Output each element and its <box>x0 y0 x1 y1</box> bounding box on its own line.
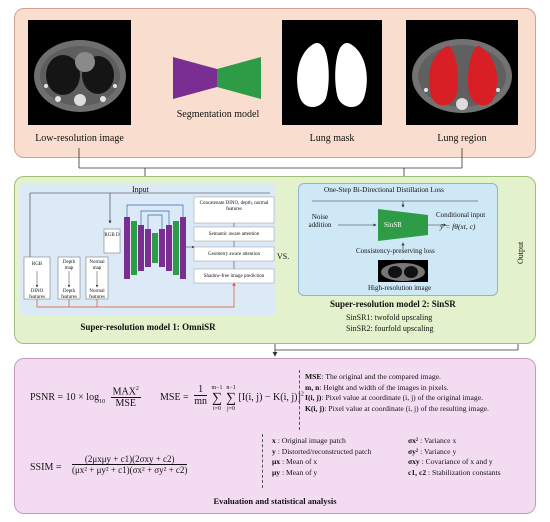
lung-mask-label: Lung mask <box>309 133 355 144</box>
mse-desc-row: m, n: Height and width of the images in … <box>305 382 449 392</box>
segmentation-model-icon <box>173 57 261 99</box>
formula-divider <box>299 370 300 430</box>
psnr-fraction: MAX2 MSE <box>110 386 141 410</box>
omnisr-stage-shadow-free: Shadow-free image prediction <box>203 274 265 279</box>
lung-region-image <box>406 20 518 125</box>
evaluation-title: Evaluation and statistical analysis <box>213 496 337 506</box>
mse-desc-row: I(i, j): Pixel value at coordinate (i, j… <box>305 393 483 403</box>
sinsr-consistency-label: Consistency-preserving loss <box>356 247 435 255</box>
omnisr-rgb-label: RGB <box>31 262 43 267</box>
sinsr-high-resolution-label: High-resolution image <box>368 284 432 292</box>
vs-label: VS. <box>277 252 290 261</box>
omnisr-dino-features: DINO features <box>29 289 45 300</box>
output-label: Output <box>516 241 525 264</box>
mse-descriptions: MSE: The original and the compared image… <box>305 372 489 414</box>
low-resolution-image <box>28 20 131 125</box>
sinsr-distillation-loss: One-Step Bi-Directional Distillation Los… <box>324 186 444 194</box>
ssim-desc-row: σy² : Variance y <box>408 446 457 456</box>
omnisr-depth-map-label: Depth map <box>62 260 76 271</box>
sinsr-high-resolution-image <box>378 260 428 282</box>
mse-desc-row: K(i, j): Pixel value at coordinate (i, j… <box>305 403 489 413</box>
omnisr-stage-geometry: Geometry aware attention <box>208 252 260 257</box>
omnisr-rgbd-label: RGB D <box>104 233 120 238</box>
sinsr-cond-label: Conditional input <box>436 211 486 219</box>
ssim-descriptions-right: σx² : Variance x σy² : Variance y σxy : … <box>408 436 501 478</box>
sinsr-block-label: SinSR <box>384 221 402 229</box>
sinsr-noise-label: Noise addition <box>308 213 332 229</box>
omnisr-depth-features: Depth features <box>61 289 77 300</box>
low-resolution-label: Low-resolution image <box>35 133 124 144</box>
sinsr-variant-1: SinSR1: twofold upscaling <box>346 313 433 322</box>
evaluation-panel <box>14 358 536 514</box>
ssim-desc-row: μx : Mean of x <box>272 457 318 467</box>
ssim-descriptions-left: x : Original image patch y : Distorted/r… <box>272 436 371 478</box>
mse-desc-row: MSE: The original and the compared image… <box>305 372 441 381</box>
omnisr-normal-features: Normal features <box>89 289 105 300</box>
ssim-formula: SSIM = (2μxμy + c1)(2σxy + c2) (μx² + μy… <box>30 454 188 475</box>
sum-symbol: ∑ <box>212 391 222 406</box>
omnisr-input-label: Input <box>132 185 149 194</box>
omnisr-title: Super-resolution model 1: OmniSR <box>80 322 216 332</box>
ssim-desc-row: c1, c2 : Stabilization constants <box>408 467 501 477</box>
sinsr-title: Super-resolution model 2: SinSR <box>330 299 456 309</box>
omnisr-stage-semantic: Semantic aware attention <box>208 232 260 237</box>
omnisr-normal-map-label: Normal map <box>89 260 105 271</box>
omnisr-architecture <box>23 192 275 308</box>
ssim-desc-row: σxy : Covariance of x and y <box>408 457 493 467</box>
segmentation-model-label: Segmentation model <box>176 109 260 120</box>
ssim-desc-row: x : Original image patch <box>272 436 346 445</box>
sinsr-diagram <box>312 200 478 263</box>
ssim-desc-row: μy : Mean of y <box>272 467 318 477</box>
ssim-desc-row: σx² : Variance x <box>408 436 457 445</box>
lung-region-label: Lung region <box>437 133 487 144</box>
omnisr-stage-concatenate: Concatenate DINO, depth, normal features <box>199 201 269 212</box>
psnr-formula: PSNR = 10 × log10 MAX2 MSE <box>30 386 141 410</box>
lung-mask-image <box>282 20 382 125</box>
sinsr-cond-formula: ŷ = fθ(xt, c) <box>440 222 476 231</box>
formula-divider <box>262 434 263 488</box>
sum-symbol: ∑ <box>226 391 237 406</box>
mse-formula: MSE = 1 mn m−1 ∑ i=0 n−1 ∑ j=0 [I(i, j) … <box>160 384 304 412</box>
sinsr-variant-2: SinSR2: fourfold upscaling <box>346 324 434 333</box>
ssim-desc-row: y : Distorted/reconstructed patch <box>272 446 372 456</box>
ssim-fraction: (2μxμy + c1)(2σxy + c2) (μx² + μy² + c1)… <box>71 454 188 475</box>
